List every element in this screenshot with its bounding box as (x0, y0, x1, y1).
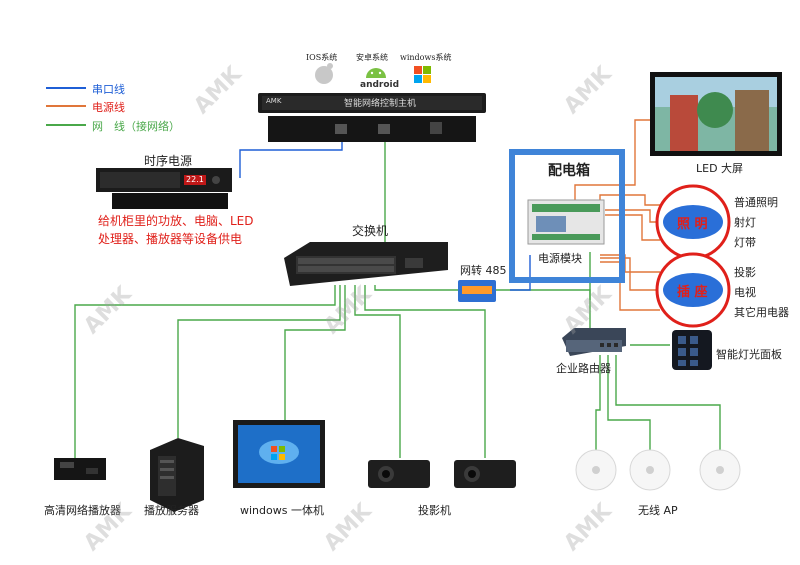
converter-485 (458, 280, 496, 302)
led-screen (650, 72, 782, 156)
lighting-item-1: 普通照明 (734, 196, 778, 209)
socket-item-3: 其它用电器 (734, 306, 789, 319)
enterprise-router (562, 328, 626, 356)
distribution-box (509, 149, 625, 283)
socket-title: 插 座 (677, 285, 708, 300)
sequencer-desc-1: 给机柜里的功放、电脑、LED (98, 214, 254, 228)
os-label-windows: windows系统 (400, 53, 452, 62)
lighting-item-2: 射灯 (734, 216, 756, 229)
legend-power: 电源线 (92, 101, 125, 114)
control-host (258, 93, 486, 142)
router-label: 企业路由器 (556, 362, 611, 375)
wireless-ap-1 (575, 449, 617, 491)
allinone-label: windows 一体机 (240, 504, 324, 517)
lighting-pill (663, 205, 723, 239)
smart-light-panel (672, 330, 712, 370)
android-wordmark: android (360, 80, 400, 90)
network-switch (284, 242, 448, 286)
socket-item-1: 投影 (734, 266, 756, 279)
host-label: 智能网络控制主机 (344, 99, 417, 109)
ap-label: 无线 AP (638, 504, 678, 517)
android-icon (366, 68, 386, 78)
converter-label: 网转 485 (460, 264, 507, 277)
sequencer-title: 时序电源 (144, 154, 193, 168)
power-sequencer (96, 168, 232, 209)
ios-icon (315, 63, 333, 84)
windows-icon (414, 66, 431, 83)
lighting-title: 照 明 (677, 217, 708, 232)
led-label: LED 大屏 (696, 162, 744, 175)
wireless-ap-3 (699, 449, 741, 491)
network-player (54, 458, 106, 480)
os-label-ios: IOS系统 (306, 53, 338, 62)
player-label: 高清网络播放器 (44, 504, 121, 517)
switch-label: 交换机 (352, 224, 389, 238)
server-label: 播放服务器 (144, 504, 199, 517)
distribution-title: 配电箱 (548, 163, 590, 179)
lighting-item-3: 灯带 (734, 236, 756, 249)
power-module-label: 电源模块 (538, 252, 582, 265)
projector-2 (454, 460, 516, 488)
panel-label: 智能灯光面板 (716, 348, 782, 361)
sequencer-desc-2: 处理器、播放器等设备供电 (98, 232, 243, 246)
socket-item-2: 电视 (734, 286, 756, 299)
os-label-android: 安卓系统 (356, 53, 388, 62)
host-brand: AMK (266, 97, 282, 105)
legend-serial: 串口线 (92, 83, 125, 96)
wireless-ap-2 (629, 449, 671, 491)
playback-server (150, 438, 204, 512)
projector-label: 投影机 (418, 504, 451, 517)
windows-all-in-one (233, 420, 325, 488)
projector-1 (368, 460, 430, 488)
socket-pill (663, 273, 723, 307)
legend-network: 网 线（接网络） (92, 120, 180, 133)
sequencer-display: 22.1 (186, 175, 204, 184)
